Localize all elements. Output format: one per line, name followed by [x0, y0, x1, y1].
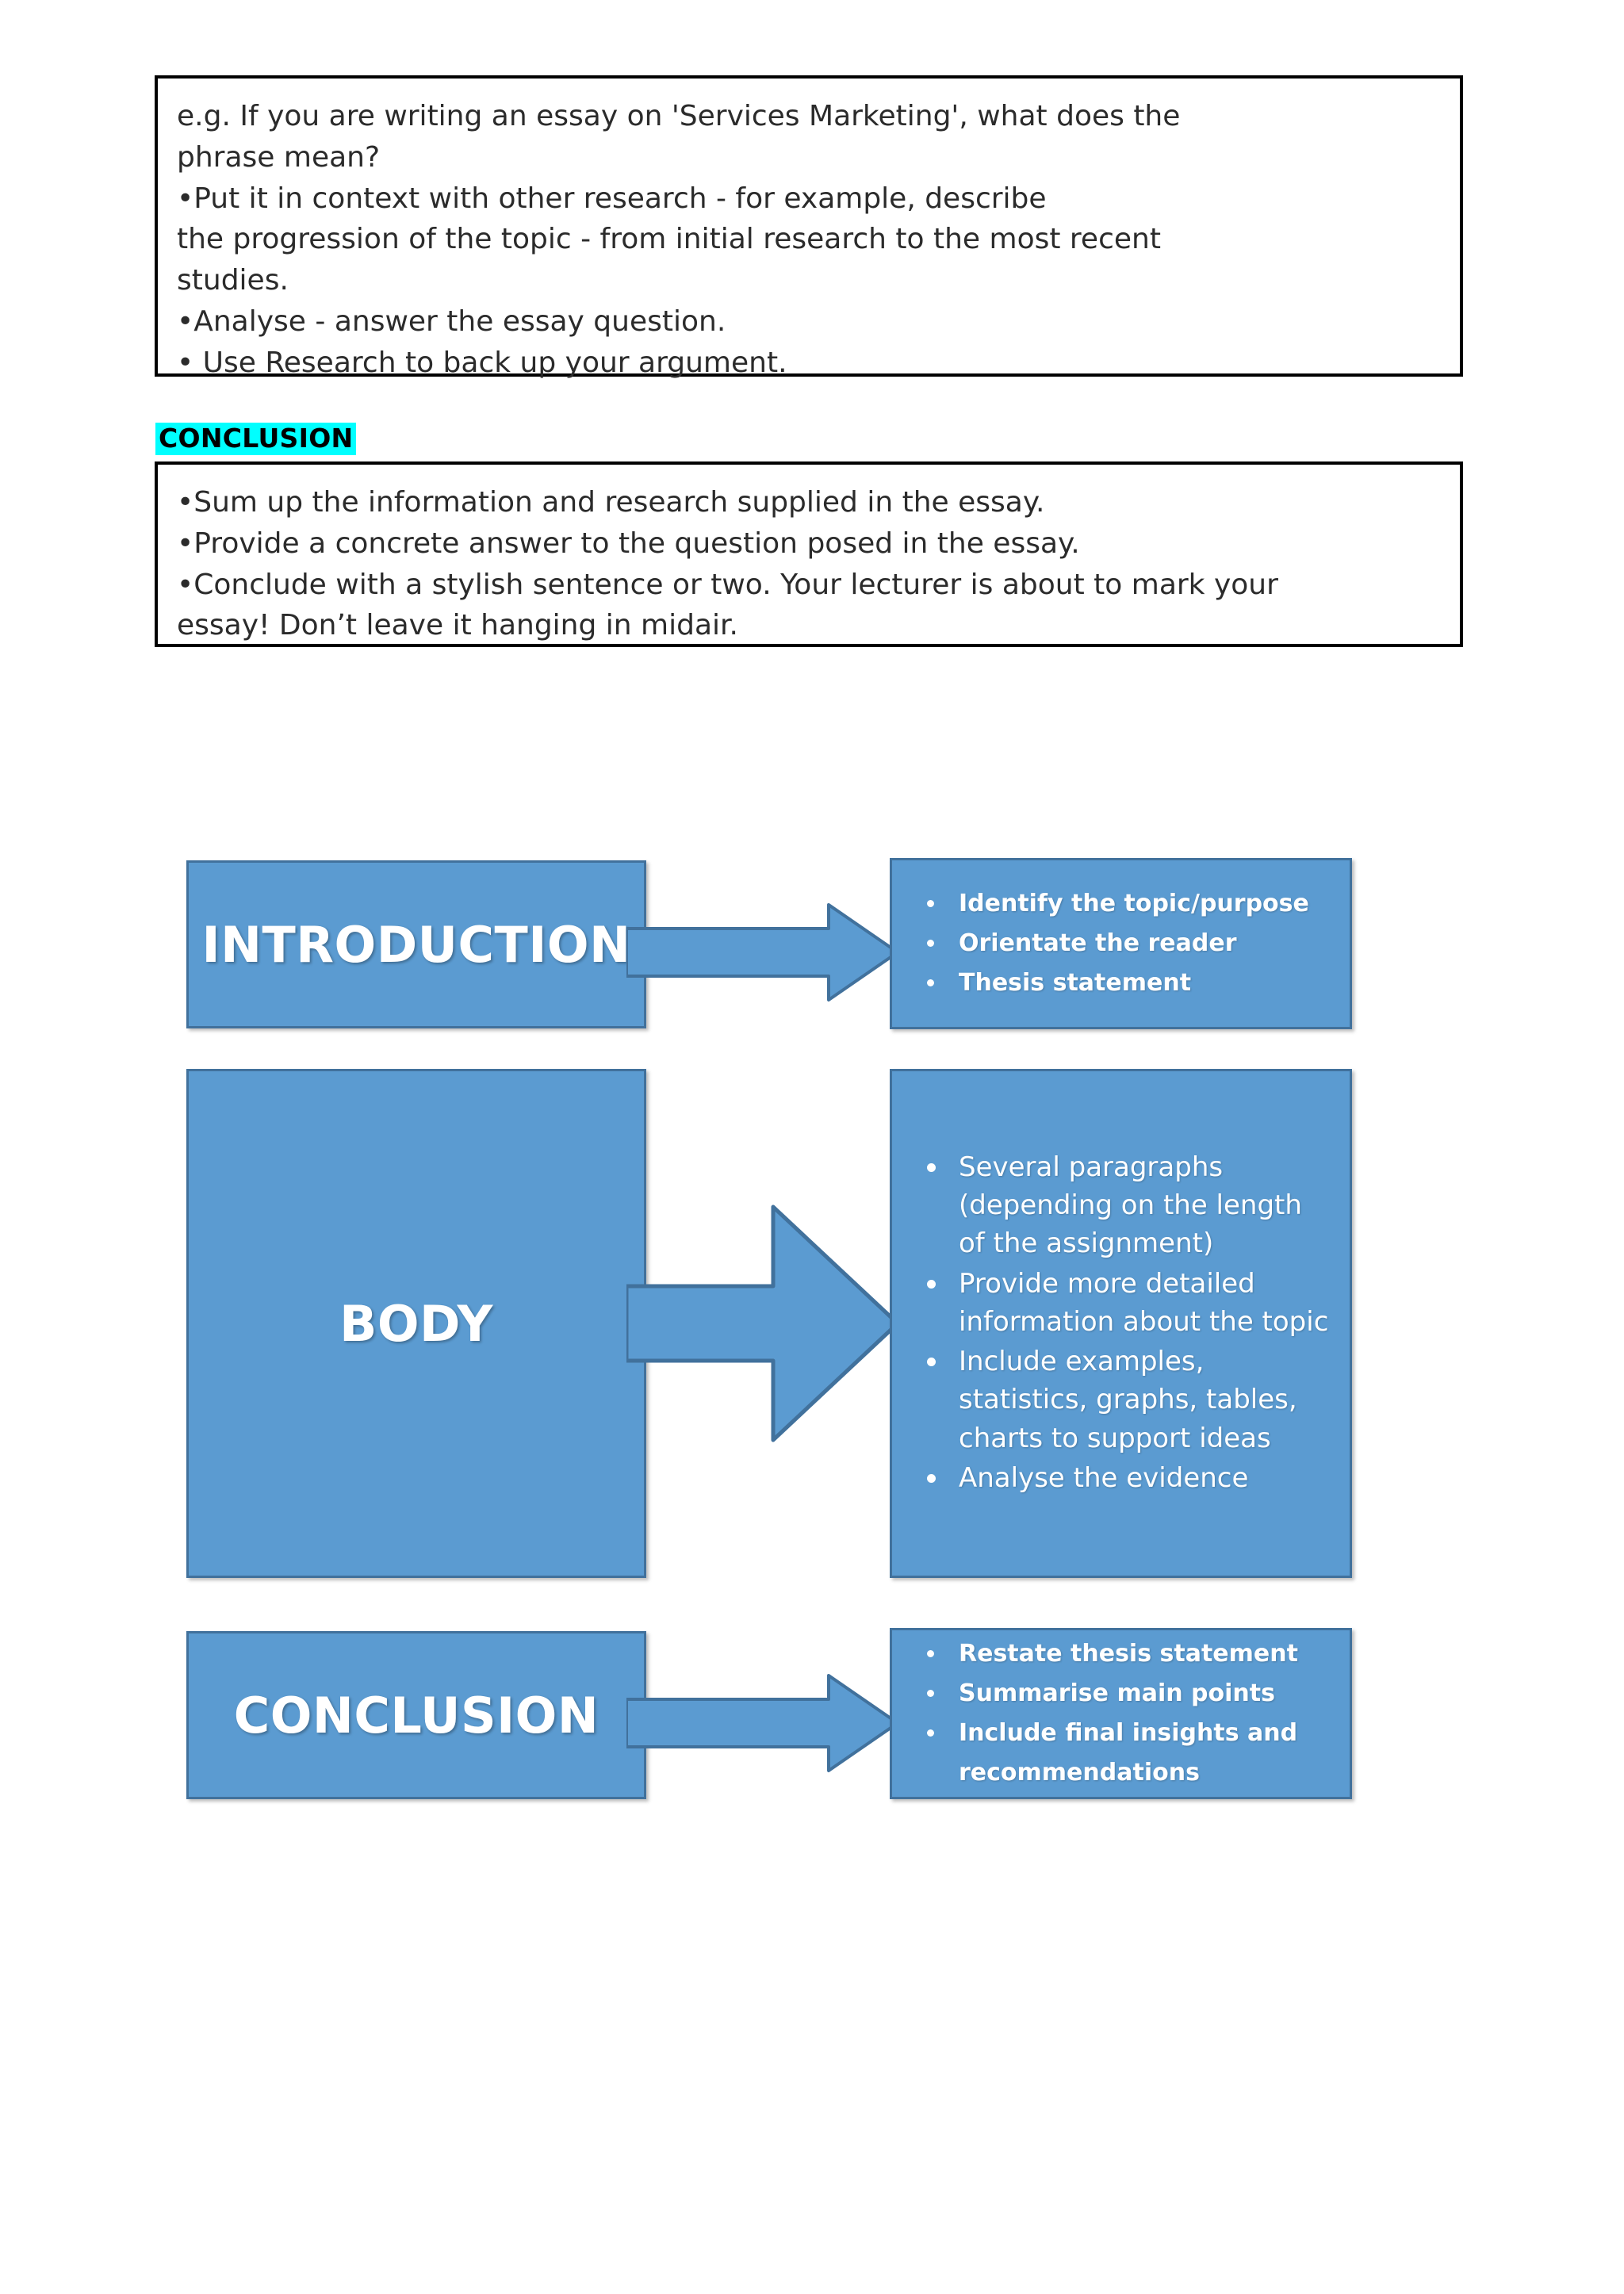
guidance-line: the progression of the topic - from init… — [177, 223, 1161, 256]
diagram-box-conclusion[interactable]: CONCLUSION — [186, 1631, 646, 1799]
diagram-bullets-conclusion: Restate thesis statement Summarise main … — [890, 1628, 1352, 1799]
list-item: Restate thesis statement — [910, 1634, 1334, 1674]
list-item: Identify the topic/purpose — [910, 884, 1334, 924]
textbox-conclusion-guidance-body: •Sum up the information and research sup… — [158, 465, 1460, 661]
conclusion-line: •Provide a concrete answer to the questi… — [177, 527, 1080, 560]
guidance-line: •Analyse - answer the essay question. — [177, 305, 726, 339]
list-item: Provide more detailed information about … — [910, 1265, 1334, 1342]
conclusion-line: •Conclude with a stylish sentence or two… — [177, 568, 1278, 601]
textbox-conclusion-guidance: •Sum up the information and research sup… — [155, 461, 1463, 647]
guidance-line: • Use Research to back up your argument. — [177, 346, 787, 379]
guidance-line: phrase mean? — [177, 140, 381, 174]
diagram-box-introduction-label: INTRODUCTION — [201, 915, 631, 974]
list-item: Summarise main points — [910, 1674, 1334, 1714]
arrow-introduction-icon — [626, 903, 899, 1001]
diagram-bullets-introduction-list: Identify the topic/purpose Orientate the… — [892, 884, 1350, 1002]
list-item: Analyse the evidence — [910, 1459, 1334, 1497]
textbox-essay-guidance-body: e.g. If you are writing an essay on 'Ser… — [158, 79, 1460, 398]
arrow-conclusion-icon — [626, 1674, 899, 1772]
diagram-box-body-label: BODY — [339, 1294, 493, 1353]
diagram-box-body[interactable]: BODY — [186, 1069, 646, 1578]
diagram-bullets-body: Several paragraphs (depending on the len… — [890, 1069, 1352, 1578]
list-item: Thesis statement — [910, 963, 1334, 1003]
arrow-body-icon — [626, 1204, 900, 1442]
list-item: Orientate the reader — [910, 924, 1334, 963]
list-item: Include final insights and recommendatio… — [910, 1714, 1334, 1793]
guidance-line: •Put it in context with other research -… — [177, 182, 1047, 215]
textbox-essay-guidance: e.g. If you are writing an essay on 'Ser… — [155, 75, 1463, 379]
list-item: Include examples, statistics, graphs, ta… — [910, 1342, 1334, 1457]
list-item: Several paragraphs (depending on the len… — [910, 1148, 1334, 1263]
guidance-line: e.g. If you are writing an essay on 'Ser… — [177, 100, 1181, 132]
diagram-box-introduction[interactable]: INTRODUCTION — [186, 860, 646, 1028]
conclusion-line: essay! Don’t leave it hanging in midair. — [177, 609, 738, 642]
guidance-line: studies. — [177, 264, 289, 297]
conclusion-section-heading: CONCLUSION — [155, 423, 357, 456]
diagram-bullets-conclusion-list: Restate thesis statement Summarise main … — [892, 1634, 1350, 1792]
diagram-bullets-introduction: Identify the topic/purpose Orientate the… — [890, 858, 1352, 1029]
conclusion-line: •Sum up the information and research sup… — [177, 486, 1045, 519]
diagram-bullets-body-list: Several paragraphs (depending on the len… — [892, 1148, 1350, 1499]
diagram-box-conclusion-label: CONCLUSION — [233, 1686, 599, 1744]
